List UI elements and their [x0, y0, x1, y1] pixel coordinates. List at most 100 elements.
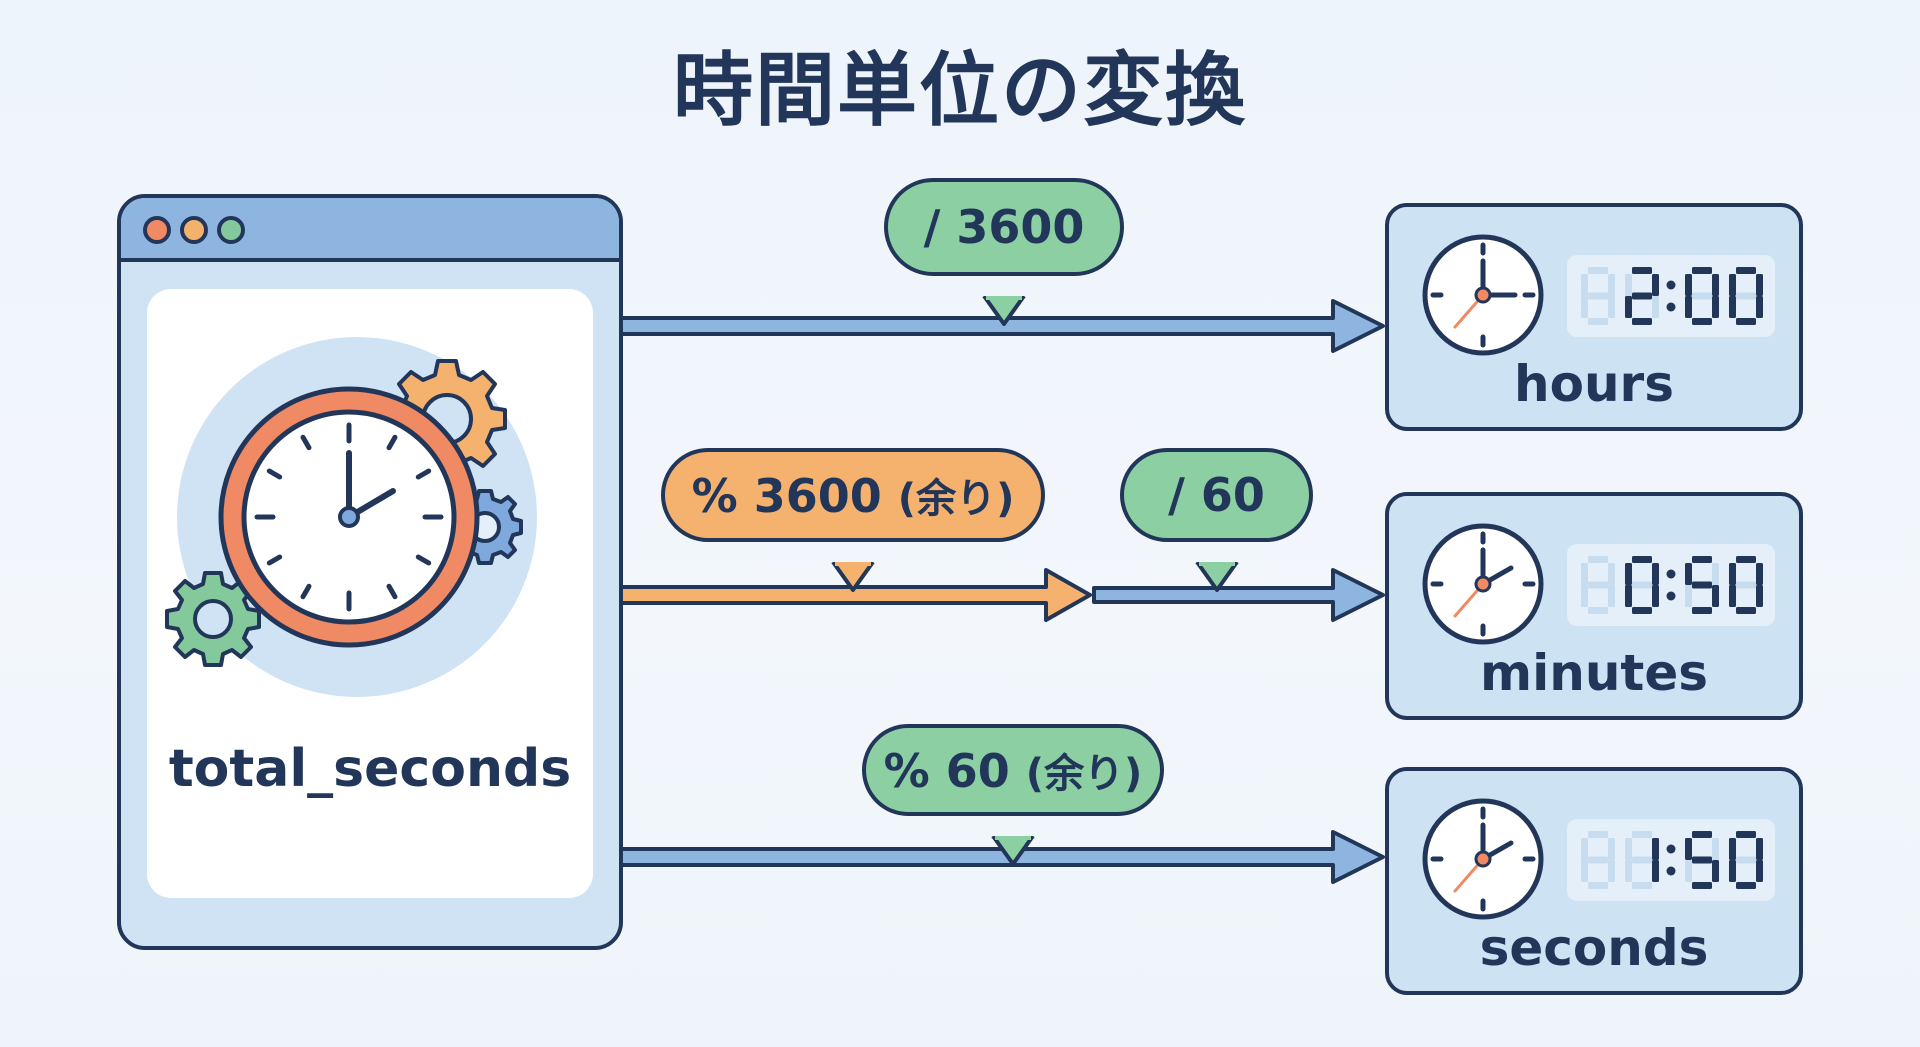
lcd-digit: [1729, 556, 1763, 614]
clock-icon: [1422, 523, 1544, 645]
lcd-segment: [1608, 296, 1615, 318]
operation-bubble-mod-60: % 60 (余り): [862, 724, 1164, 866]
lcd-display: [1567, 255, 1775, 337]
lcd-colon: [1666, 280, 1676, 290]
lcd-segment: [1608, 563, 1615, 585]
remainder-note: (余り): [1025, 751, 1143, 797]
lcd-segment: [1736, 856, 1756, 864]
clock-icon: [1422, 798, 1544, 920]
lcd-segment: [1729, 274, 1736, 296]
lcd-colon: [1666, 866, 1676, 876]
lcd-segment: [1712, 585, 1719, 607]
lcd-segment: [1608, 274, 1615, 296]
lcd-segment: [1729, 838, 1736, 860]
result-label: hours: [1514, 355, 1674, 413]
lcd-segment: [1632, 267, 1652, 274]
lcd-digit: [1685, 556, 1719, 614]
lcd-segment: [1736, 607, 1756, 614]
lcd-segment: [1756, 274, 1763, 296]
lcd-display: [1567, 544, 1775, 626]
lcd-segment: [1625, 860, 1632, 882]
lcd-segment: [1692, 607, 1712, 614]
lcd-segment: [1652, 274, 1659, 296]
lcd-segment: [1729, 860, 1736, 882]
lcd-segment: [1685, 860, 1692, 882]
lcd-segment: [1692, 831, 1712, 838]
operation-label: % 60: [883, 744, 1010, 798]
lcd-segment: [1692, 556, 1712, 563]
operation-label: / 3600: [923, 200, 1085, 254]
lcd-segment: [1652, 296, 1659, 318]
lcd-segment: [1652, 563, 1659, 585]
lcd-segment: [1736, 292, 1756, 300]
lcd-segment: [1632, 318, 1652, 325]
lcd-segment: [1712, 563, 1719, 585]
page-title: 時間単位の変換: [673, 44, 1247, 137]
arrow-to-minutes: [1092, 568, 1385, 622]
source-card: total_seconds: [147, 289, 593, 898]
result-box-hours: hours: [1385, 203, 1803, 431]
lcd-segment: [1588, 318, 1608, 325]
window-close-dot: [143, 216, 171, 244]
lcd-segment: [1736, 556, 1756, 563]
lcd-segment: [1588, 267, 1608, 274]
source-window: total_seconds: [117, 194, 623, 950]
lcd-segment: [1632, 831, 1652, 838]
lcd-segment: [1736, 831, 1756, 838]
clock-gears-illustration: [165, 337, 537, 697]
lcd-segment: [1632, 882, 1652, 889]
result-label: minutes: [1479, 644, 1708, 702]
lcd-segment: [1685, 585, 1692, 607]
operation-bubble-div-3600: / 3600: [884, 178, 1124, 326]
total-seconds-label: total_seconds: [168, 739, 572, 799]
lcd-segment: [1692, 292, 1712, 300]
lcd-digit: [1625, 831, 1659, 889]
operation-bubble-div-60: / 60: [1120, 448, 1313, 592]
result-label: seconds: [1479, 919, 1709, 977]
lcd-segment: [1608, 860, 1615, 882]
lcd-segment: [1581, 838, 1588, 860]
lcd-colon: [1666, 569, 1676, 579]
lcd-segment: [1588, 292, 1608, 300]
lcd-segment: [1588, 882, 1608, 889]
window-minimize-dot: [180, 216, 208, 244]
lcd-digit: [1729, 831, 1763, 889]
lcd-segment: [1712, 296, 1719, 318]
lcd-segment: [1736, 581, 1756, 589]
lcd-colon: [1666, 302, 1676, 312]
lcd-segment: [1588, 581, 1608, 589]
lcd-segment: [1632, 556, 1652, 563]
lcd-segment: [1625, 838, 1632, 860]
lcd-segment: [1588, 831, 1608, 838]
lcd-segment: [1756, 296, 1763, 318]
lcd-segment: [1632, 292, 1652, 300]
lcd-segment: [1581, 860, 1588, 882]
lcd-segment: [1712, 274, 1719, 296]
lcd-digit: [1625, 267, 1659, 325]
lcd-segment: [1581, 296, 1588, 318]
lcd-segment: [1756, 838, 1763, 860]
lcd-segment: [1692, 267, 1712, 274]
lcd-segment: [1581, 585, 1588, 607]
lcd-segment: [1588, 607, 1608, 614]
lcd-segment: [1581, 274, 1588, 296]
clock-icon: [218, 386, 480, 648]
lcd-segment: [1736, 267, 1756, 274]
lcd-segment: [1685, 838, 1692, 860]
lcd-segment: [1608, 585, 1615, 607]
result-box-seconds: seconds: [1385, 767, 1803, 995]
lcd-segment: [1588, 856, 1608, 864]
lcd-segment: [1625, 296, 1632, 318]
lcd-segment: [1588, 556, 1608, 563]
operation-bubble-mod-3600: % 3600 (余り): [661, 448, 1045, 592]
lcd-segment: [1625, 585, 1632, 607]
lcd-segment: [1756, 585, 1763, 607]
remainder-note: (余り): [897, 476, 1015, 522]
lcd-digit: [1581, 267, 1615, 325]
lcd-segment: [1625, 274, 1632, 296]
operation-label: / 60: [1168, 468, 1265, 522]
lcd-colon: [1666, 844, 1676, 854]
operation-label: % 3600: [691, 469, 882, 523]
lcd-digit: [1625, 556, 1659, 614]
lcd-segment: [1756, 860, 1763, 882]
